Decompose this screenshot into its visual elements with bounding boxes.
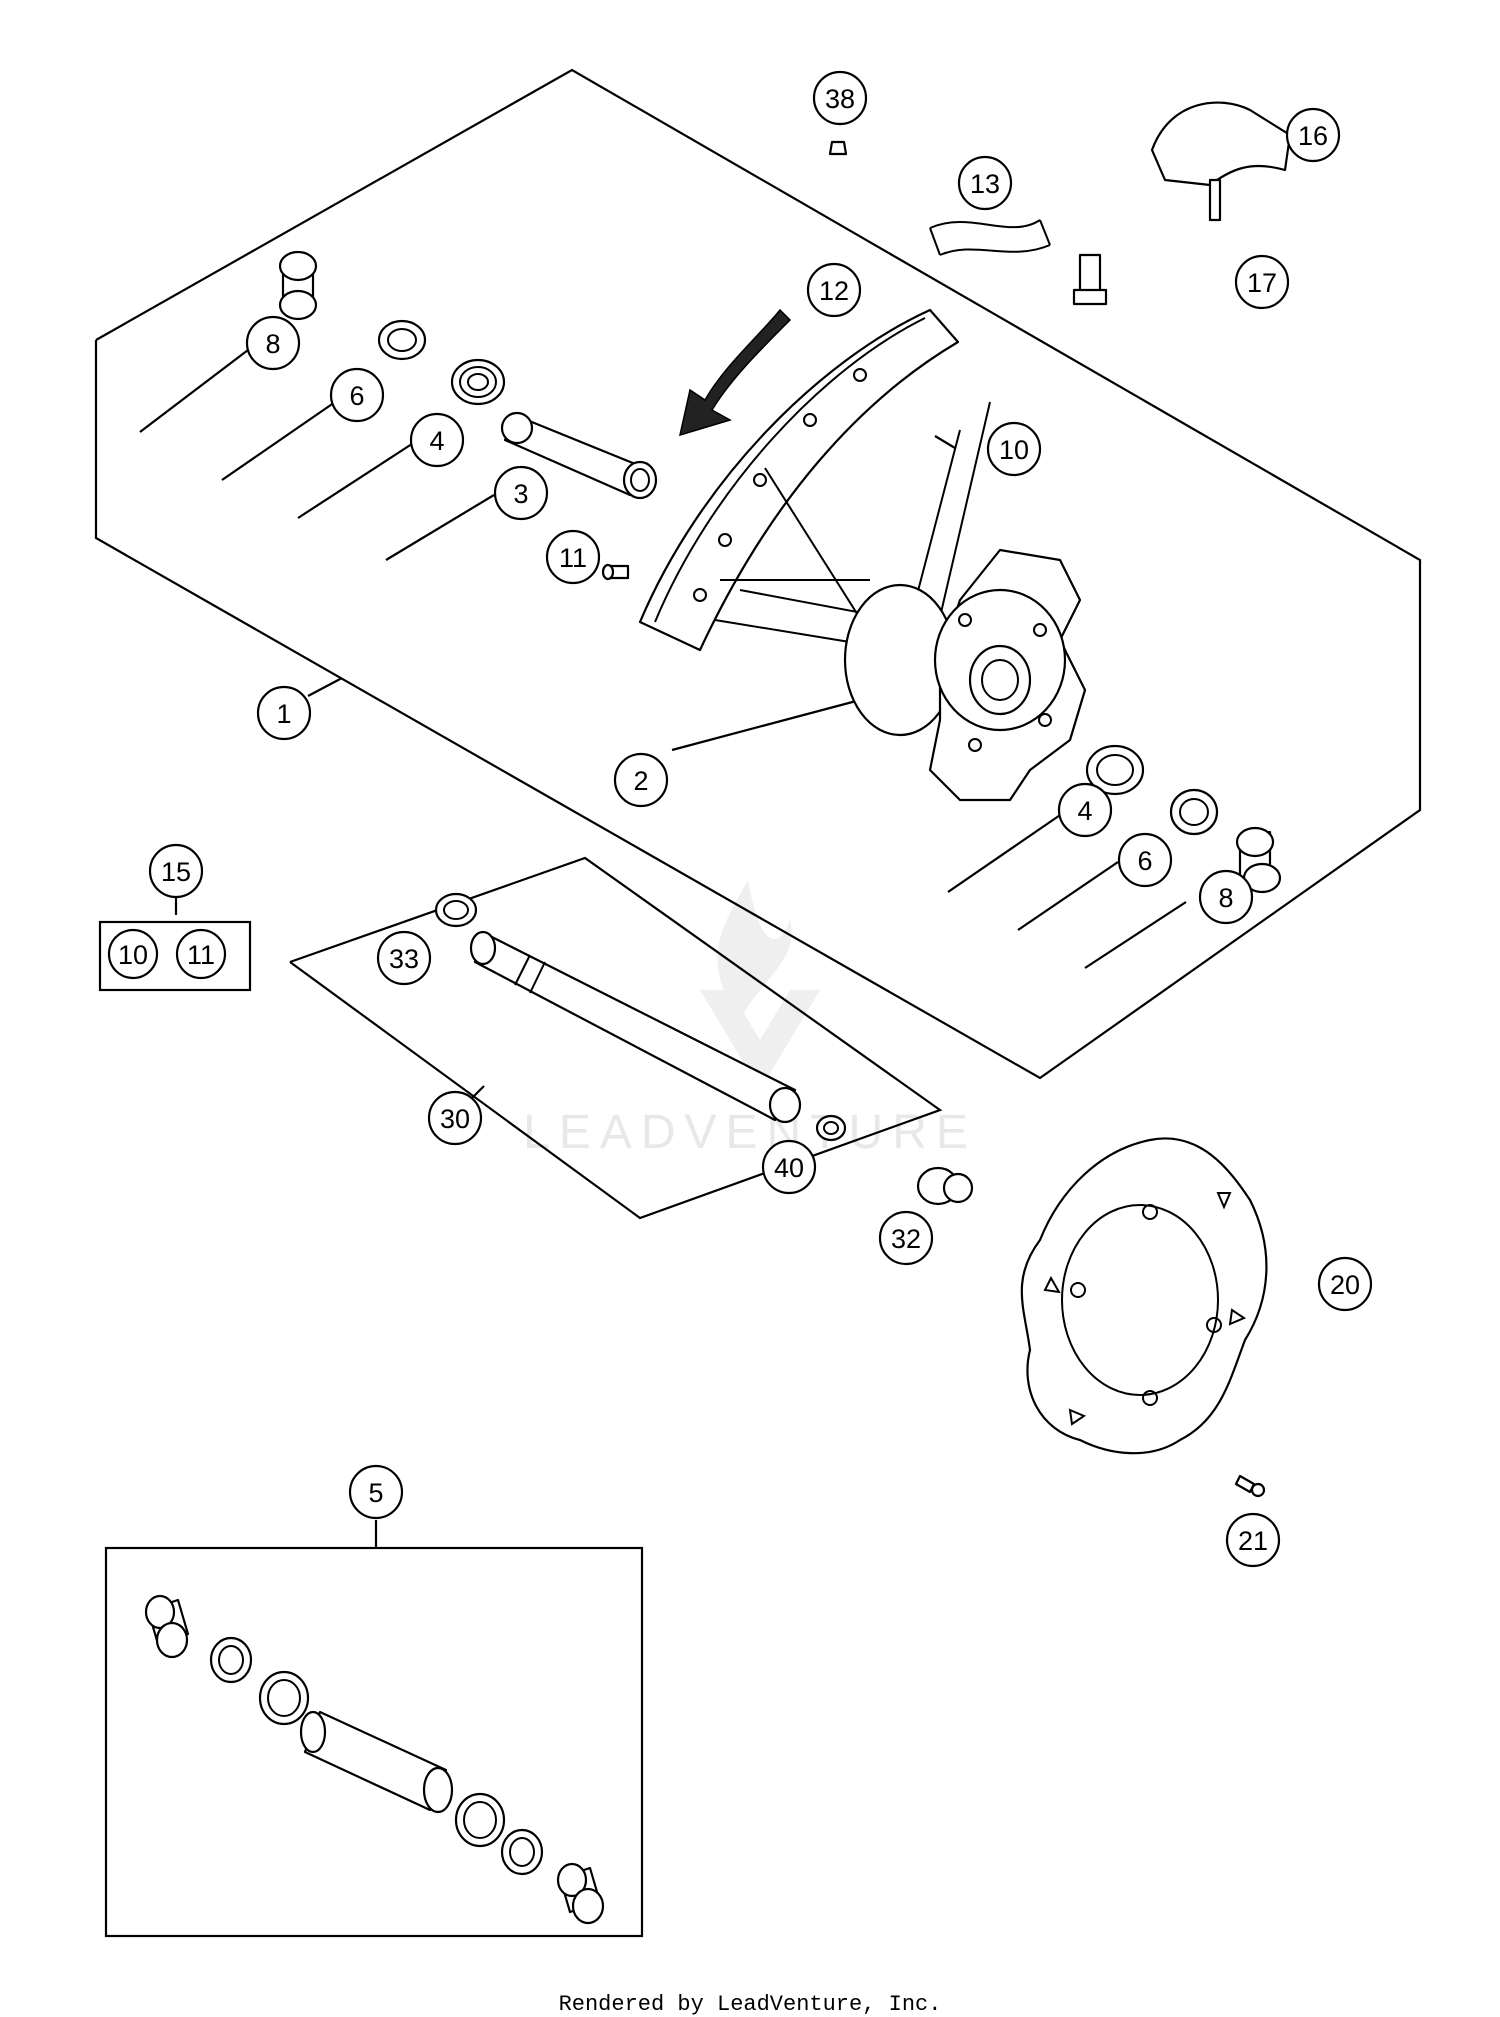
svg-text:38: 38 [825, 84, 855, 114]
callout-4-top: 4 [409, 412, 465, 468]
footer-credit: Rendered by LeadVenture, Inc. [558, 1992, 942, 2017]
part-11-nipple [601, 563, 630, 581]
callout-32: 32 [878, 1210, 934, 1266]
svg-text:10: 10 [999, 435, 1029, 465]
callout-33: 33 [376, 930, 432, 986]
callout-10-spokes: 10 [986, 421, 1042, 477]
callout-12: 12 [806, 262, 862, 318]
svg-text:33: 33 [389, 944, 419, 974]
svg-text:30: 30 [440, 1104, 470, 1134]
svg-text:11: 11 [559, 543, 587, 573]
callout-16: 16 [1285, 107, 1341, 163]
kit-5-bushing-right [556, 1862, 605, 1925]
callout-11-kit: 11 [175, 928, 227, 980]
svg-text:2: 2 [633, 766, 648, 796]
kit-5-seal-right [500, 1828, 544, 1876]
leader-lines [139, 349, 1187, 1548]
part-38-cap [828, 140, 848, 156]
part-16-rim-lock [1150, 101, 1292, 222]
watermark: LEADVENTURE [523, 880, 977, 1159]
svg-text:5: 5 [368, 1478, 383, 1508]
kit-5-bushing-left [144, 1594, 190, 1659]
part-20-brake-disc [1020, 1137, 1268, 1455]
svg-text:10: 10 [118, 940, 148, 970]
part-4-bearing-top [450, 358, 506, 406]
svg-text:20: 20 [1330, 1270, 1360, 1300]
callout-4-lower: 4 [1057, 782, 1113, 838]
callout-20: 20 [1317, 1256, 1373, 1312]
svg-text:32: 32 [891, 1224, 921, 1254]
svg-text:1: 1 [276, 699, 291, 729]
part-3-spacer-tube [500, 411, 658, 500]
part-40-nut [815, 1114, 847, 1142]
part-33-seal [434, 892, 478, 928]
svg-text:3: 3 [513, 479, 528, 509]
callout-15: 15 [148, 843, 204, 899]
callout-1: 1 [256, 685, 312, 741]
callout-6-lower: 6 [1117, 832, 1173, 888]
svg-text:13: 13 [970, 169, 1000, 199]
callout-6-top: 6 [329, 367, 385, 423]
svg-text:4: 4 [1077, 796, 1092, 826]
kit-15-box [98, 920, 252, 992]
rotation-arrow-icon [678, 308, 792, 437]
svg-text:12: 12 [819, 276, 849, 306]
svg-text:21: 21 [1238, 1526, 1268, 1556]
callout-30: 30 [427, 1090, 483, 1146]
axle-group-frame [289, 856, 943, 1220]
svg-text:6: 6 [349, 381, 364, 411]
part-17-nut [1072, 253, 1108, 306]
part-4-bearing-lower [1085, 744, 1145, 796]
part-6-seal-lower [1169, 788, 1219, 836]
kit-5-seal-left [209, 1636, 253, 1684]
kit-5-bearing-right [454, 1792, 506, 1848]
callout-3: 3 [493, 465, 549, 521]
watermark-text: LEADVENTURE [523, 1106, 977, 1159]
kit-5-spacer [299, 1710, 454, 1814]
part-2-hub [843, 548, 1087, 802]
part-21-bolt [1234, 1474, 1266, 1498]
kit-5-bearing-left [258, 1670, 310, 1726]
part-12-rim [638, 308, 960, 652]
callout-8-top: 8 [245, 315, 301, 371]
wheel-assembly-frame [94, 68, 1422, 1080]
watermark-logo-icon [700, 880, 820, 1090]
callout-10-kit: 10 [107, 928, 159, 980]
svg-text:17: 17 [1247, 268, 1277, 298]
part-6-seal-top [377, 319, 427, 361]
part-32-spacer [916, 1166, 974, 1206]
callout-11-nipple: 11 [545, 529, 601, 585]
part-13-rim-tape [929, 219, 1051, 256]
svg-text:11: 11 [187, 940, 215, 970]
callout-40: 40 [761, 1139, 817, 1195]
callout-5: 5 [348, 1464, 404, 1520]
callout-17: 17 [1234, 254, 1290, 310]
svg-text:8: 8 [1218, 883, 1233, 913]
svg-text:8: 8 [265, 329, 280, 359]
svg-text:4: 4 [429, 426, 444, 456]
callout-8-lower: 8 [1198, 869, 1254, 925]
part-8-bushing-top [278, 250, 318, 321]
callout-38: 38 [812, 70, 868, 126]
bearing-kit-5-box [104, 1546, 644, 1938]
callout-2: 2 [613, 752, 669, 808]
svg-text:16: 16 [1298, 121, 1328, 151]
callout-13: 13 [957, 155, 1013, 211]
svg-text:40: 40 [774, 1153, 804, 1183]
svg-text:15: 15 [161, 857, 191, 887]
svg-text:6: 6 [1137, 846, 1152, 876]
part-30-axle [469, 930, 802, 1124]
callout-21: 21 [1225, 1512, 1281, 1568]
